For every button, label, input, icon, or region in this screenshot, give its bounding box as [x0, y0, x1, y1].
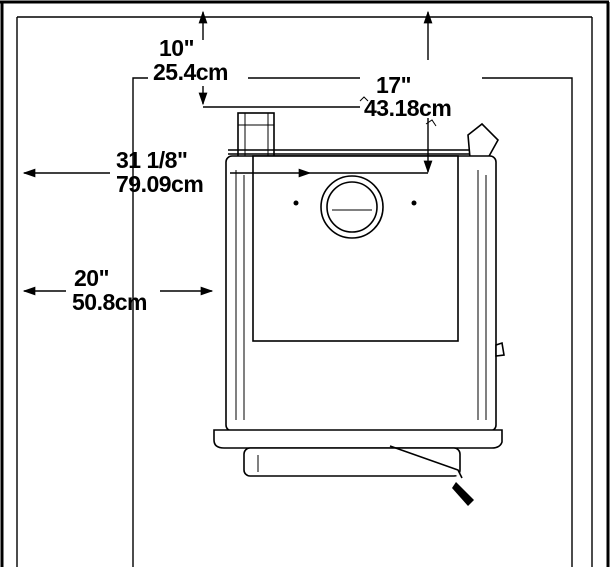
clearance-outline	[132, 77, 573, 567]
ash-drawer	[243, 447, 461, 477]
side-panel-lines	[235, 170, 487, 420]
front-rim	[213, 429, 503, 449]
clearance-line-right	[482, 77, 573, 567]
side-knob	[495, 341, 505, 357]
left-clearance-imperial: 20"	[74, 265, 109, 291]
right-clearance-imperial: 17"	[376, 72, 411, 98]
back-bracket-right	[467, 122, 499, 159]
right-clearance-metric: 43.18cm	[364, 95, 451, 121]
door-handle-grip	[452, 482, 474, 506]
door-handle-rod	[389, 445, 463, 479]
clearance-line-left	[132, 77, 148, 567]
center-offset-metric: 79.09cm	[116, 171, 203, 197]
stove-top-view	[213, 96, 505, 506]
dimension-lines	[22, 10, 433, 296]
left-clearance-metric: 50.8cm	[72, 289, 147, 315]
top-clearance-imperial: 10"	[159, 35, 194, 61]
bolt-left	[293, 200, 299, 206]
bolt-right	[411, 200, 417, 206]
flue-outlet-inner	[326, 181, 378, 233]
back-rail	[228, 149, 480, 155]
center-offset-imperial: 31 1/8"	[116, 147, 187, 173]
top-clearance-metric: 25.4cm	[153, 59, 228, 85]
dimension-labels: 10" 25.4cm 17" 43.18cm 31 1/8" 79.09cm 2…	[72, 35, 452, 315]
